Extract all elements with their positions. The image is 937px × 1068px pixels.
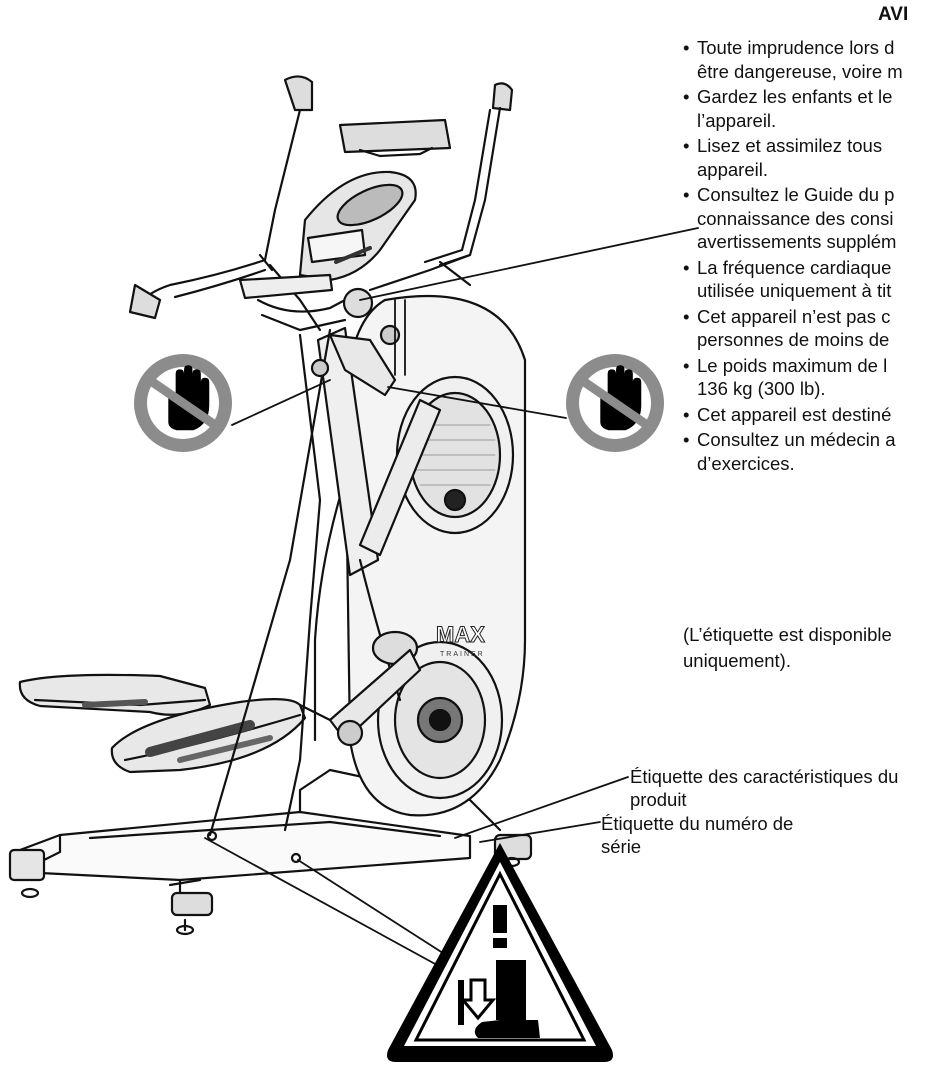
product-spec-label-line: Étiquette des caractéristiques du <box>630 766 899 787</box>
warning-item: • Cet appareil est destiné <box>683 403 903 427</box>
warning-item-line: utilisée uniquement à tit <box>697 280 892 301</box>
bullet-icon: • <box>683 256 690 278</box>
warning-item-line: avertissements supplém <box>697 231 897 252</box>
warning-item-line: Consultez un médecin a <box>697 429 896 450</box>
warning-note-line: uniquement). <box>683 650 791 671</box>
bullet-icon: • <box>683 86 690 107</box>
warning-item-line: Lisez et assimilez tous <box>697 135 883 156</box>
warning-item-line: personnes de moins de <box>697 329 890 350</box>
elliptical-trainer-illustration <box>8 75 699 966</box>
bullet-icon: • <box>683 429 690 450</box>
warning-item-line: d’exercices. <box>697 452 795 474</box>
bullet-icon: • <box>683 37 690 58</box>
foot-crush-warning-icon <box>387 843 613 1062</box>
bullet-icon: • <box>683 135 690 156</box>
warning-item-line: Le poids maximum de l <box>697 354 888 376</box>
warning-item-line: appareil. <box>697 158 768 180</box>
bullet-icon: • <box>683 305 690 327</box>
serial-number-label-line: série <box>601 836 642 857</box>
serial-number-label-line: Étiquette du numéro de <box>601 813 794 834</box>
bullet-icon: • <box>683 403 690 425</box>
warning-note-line: (L’étiquette est disponible <box>683 624 892 645</box>
max-trainer-logo: MAX TRAINER <box>436 622 486 659</box>
warning-title: AVI <box>878 4 909 25</box>
product-spec-label-line: produit <box>630 789 687 810</box>
bullet-icon: • <box>683 354 690 376</box>
warning-item-line: Cet appareil est destiné <box>697 403 892 425</box>
warning-item-line: Toute imprudence lors d <box>697 37 895 58</box>
warning-item-line: La fréquence cardiaque <box>697 256 892 278</box>
product-spec-label: Étiquette des caractéristiques du produi… <box>630 765 898 811</box>
no-hand-icon <box>134 354 232 452</box>
warning-item-line: Consultez le Guide du p <box>697 184 895 205</box>
warning-item-line: être dangereuse, voire m <box>697 60 903 82</box>
bullet-icon: • <box>683 184 690 205</box>
warning-item-line: Gardez les enfants et le <box>697 86 893 107</box>
warning-item-line: l’appareil. <box>697 109 777 131</box>
warning-item-line: 136 kg (300 lb). <box>697 378 826 399</box>
serial-number-label: Étiquette du numéro de série <box>601 812 793 858</box>
max-logo-text: MAX <box>436 622 485 647</box>
no-hand-icon <box>566 354 664 452</box>
max-logo-subtext: TRAINER <box>440 651 485 658</box>
warning-item-line: Cet appareil n’est pas c <box>697 305 891 327</box>
warning-note: (L’étiquette est disponible uniquement). <box>683 622 892 674</box>
warning-item-line: connaissance des consi <box>697 207 894 229</box>
